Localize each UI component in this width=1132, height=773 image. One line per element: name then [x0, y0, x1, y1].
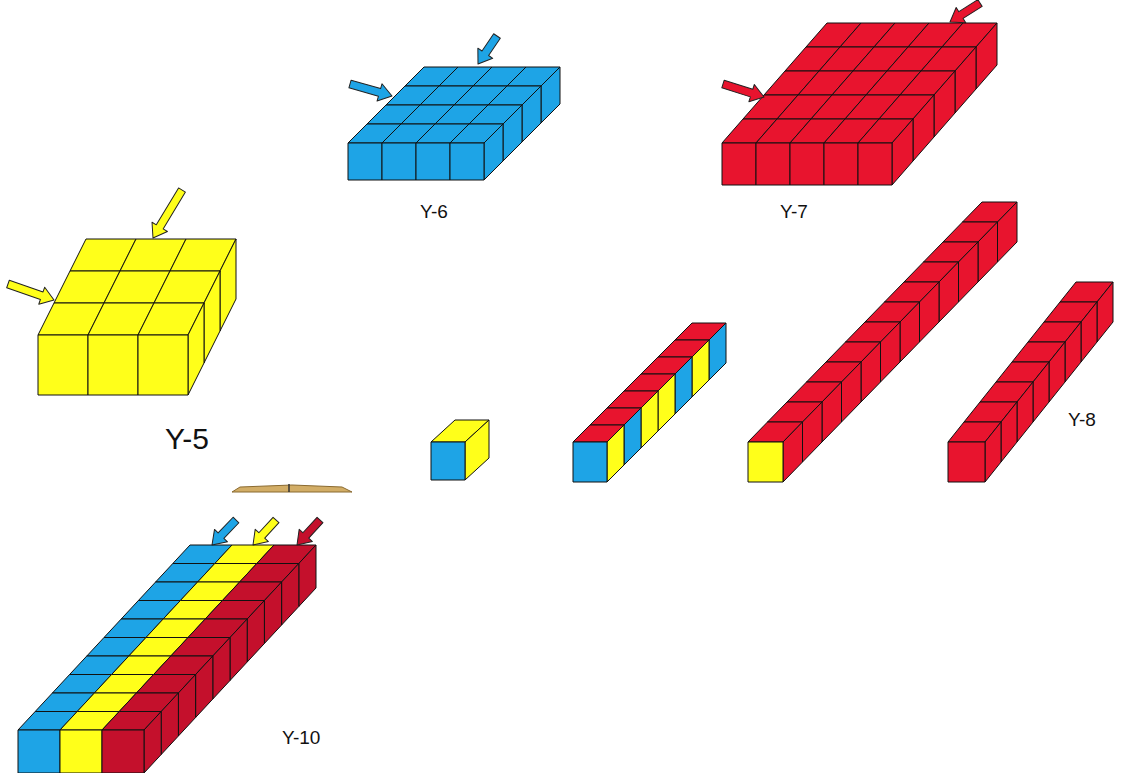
cube-face [1097, 282, 1113, 342]
tan-strip-mark [288, 484, 290, 492]
cube-face [465, 420, 489, 480]
cube-face [1065, 322, 1081, 382]
red-rod [948, 282, 1113, 482]
cube-face [892, 119, 913, 185]
cube-face [188, 303, 204, 395]
cube-face [803, 402, 823, 462]
cube-face [88, 335, 138, 395]
unit-cube [431, 420, 489, 480]
cube-face [178, 675, 195, 737]
cube-face [939, 262, 959, 322]
block-label: Y-10 [282, 728, 320, 747]
cube-face [382, 143, 416, 180]
yellow-square-block [38, 239, 236, 395]
cube-face [675, 357, 692, 414]
cube-face [709, 323, 726, 380]
cube-face [722, 143, 756, 185]
cube-face [247, 601, 264, 663]
cube-face [913, 95, 934, 161]
cube-face [1001, 402, 1017, 462]
cube-face [861, 342, 881, 402]
block-label: Y-8 [1068, 410, 1096, 429]
pointer-arrow [290, 514, 326, 551]
cube-face [60, 730, 102, 773]
cube-face [196, 656, 213, 718]
cube-face [38, 335, 88, 395]
cube-face [948, 442, 985, 482]
cube-face [955, 47, 976, 113]
cube-face [756, 143, 790, 185]
cube-face [822, 382, 842, 442]
cube-face [450, 143, 484, 180]
pointer-arrow [471, 31, 505, 69]
cube-face [900, 302, 920, 362]
cube-face [416, 143, 450, 180]
cube-face [264, 582, 281, 644]
cube-face [998, 202, 1018, 262]
block-label: Y-5 [165, 424, 209, 454]
cube-face [102, 730, 144, 773]
blue-square-block [348, 67, 560, 180]
cube-face [431, 442, 465, 480]
cube-face [18, 730, 60, 773]
cube-face [348, 143, 382, 180]
cube-face [282, 564, 299, 626]
cube-face [978, 222, 998, 282]
cube-face [692, 340, 709, 397]
arrows [5, 0, 985, 551]
tan-strip-body [232, 485, 352, 492]
cube-face [881, 322, 901, 382]
cube-face [220, 239, 236, 331]
block-label: Y-7 [780, 202, 808, 221]
cube-face [641, 391, 658, 448]
cube-face [976, 23, 997, 89]
cube-face [858, 143, 892, 185]
block-label: Y-6 [420, 202, 448, 221]
tan-strip [232, 484, 352, 492]
pointer-arrow [5, 275, 57, 308]
three-colour-block [18, 545, 316, 773]
cube-face [607, 425, 624, 482]
cube-face [1033, 362, 1049, 422]
long-red-rod [748, 202, 1017, 482]
cube-face [484, 124, 503, 180]
cube-face [985, 422, 1001, 482]
pointer-arrow [348, 75, 395, 104]
cube-face [934, 71, 955, 137]
cube-face [573, 442, 607, 482]
cube-face [748, 442, 783, 482]
pointer-arrow [246, 514, 282, 551]
cube-face [541, 67, 560, 123]
mixed-rod [573, 323, 726, 482]
cube-face [204, 271, 220, 363]
pointer-arrow [720, 75, 766, 105]
pointer-arrow [145, 185, 189, 242]
cube-face [503, 105, 522, 161]
cube-face [1049, 342, 1065, 402]
cube-face [790, 143, 824, 185]
cube-face [959, 242, 979, 302]
cube-face [1017, 382, 1033, 442]
pointer-arrow [206, 514, 243, 551]
cube-face [624, 408, 641, 465]
cube-face [522, 86, 541, 142]
cube-face [161, 693, 178, 755]
cube-face [138, 335, 188, 395]
cube-face [658, 374, 675, 431]
cube-face [920, 282, 940, 342]
cube-face [842, 362, 862, 422]
cube-face [144, 712, 161, 773]
cube-face [230, 619, 247, 681]
cube-face [824, 143, 858, 185]
pointer-arrow [945, 0, 985, 30]
cube-face [299, 545, 316, 607]
cube-face [1081, 302, 1097, 362]
cube-face [213, 638, 230, 700]
cube-face [783, 422, 803, 482]
red-square-block [722, 23, 997, 185]
